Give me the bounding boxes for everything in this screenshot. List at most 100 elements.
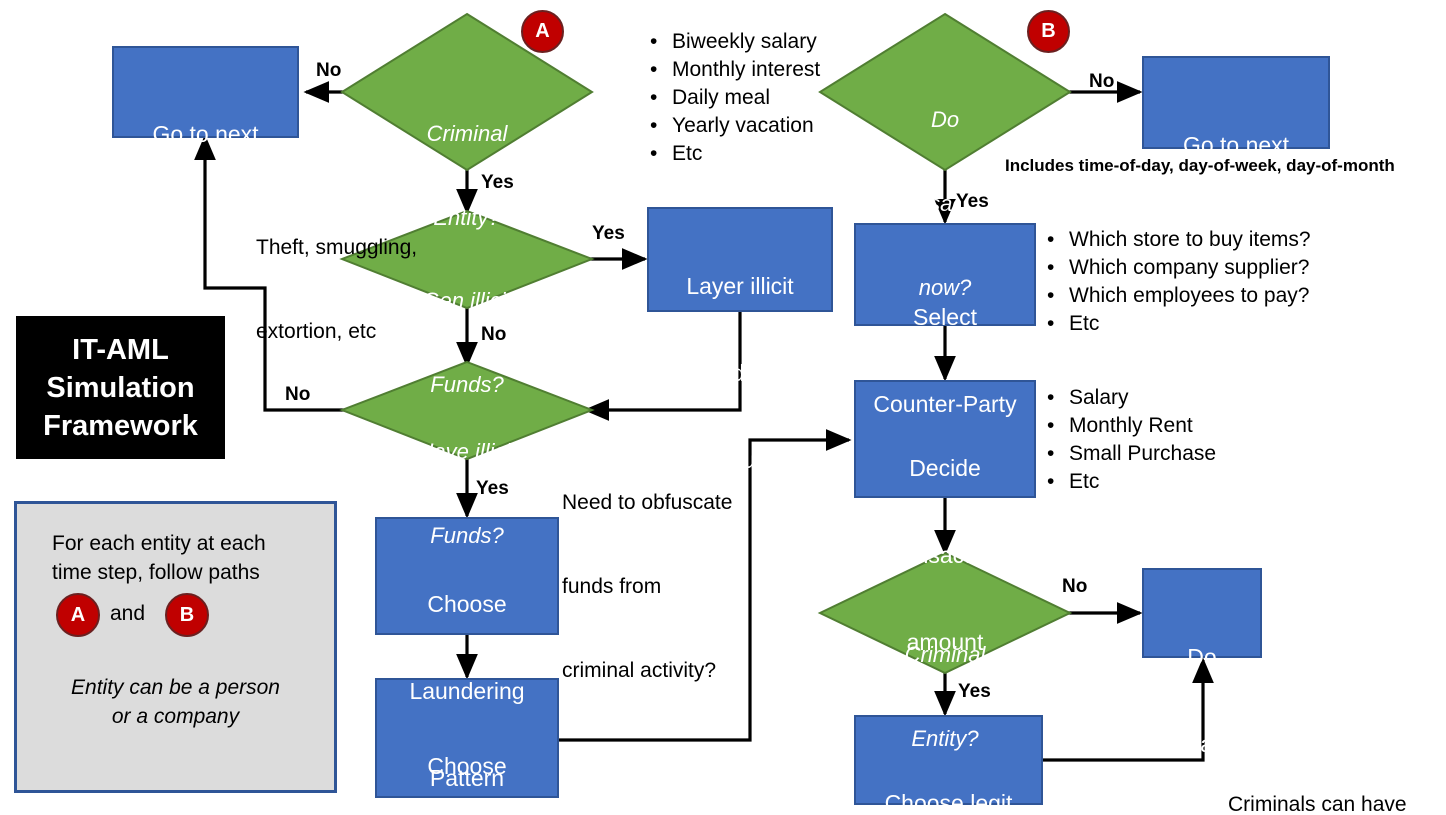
connector-legit-to-dotransaction bbox=[1042, 657, 1214, 762]
title-line-2: Simulation bbox=[46, 371, 195, 404]
label-line: Go to next bbox=[152, 121, 259, 147]
edge-label-yes-gen-to-layer: Yes bbox=[592, 223, 625, 244]
legend-italic-line-2: or a company bbox=[111, 705, 240, 728]
list-item: Biweekly salary bbox=[650, 28, 820, 56]
label-line: accounts bbox=[693, 447, 787, 473]
label-have-illicit-funds: Have illicit Funds? bbox=[377, 382, 557, 606]
label-line: transaction bbox=[888, 542, 1002, 568]
list-item: Etc bbox=[650, 140, 820, 168]
label-line: Pattern bbox=[429, 765, 505, 791]
legend-box: For each entity at each time step, follo… bbox=[14, 501, 337, 793]
node-have-illicit-funds[interactable] bbox=[339, 360, 595, 461]
node-criminal-entity-bottom[interactable] bbox=[817, 551, 1073, 675]
annotation-obfuscate: Need to obfuscate funds from criminal ac… bbox=[562, 433, 732, 741]
legend-line-1: For each entity at each bbox=[52, 532, 266, 555]
label-line: Do bbox=[1187, 644, 1217, 670]
node-go-to-next-time-step-right[interactable] bbox=[1142, 56, 1330, 149]
list-item: Yearly vacation bbox=[650, 112, 820, 140]
node-criminal-entity-top[interactable] bbox=[340, 12, 594, 172]
legend-badge-b: B bbox=[165, 593, 209, 637]
node-choose-laundering-pattern[interactable] bbox=[375, 517, 559, 635]
label-choose-accounts-for-pattern: Choose Accounts for Pattern bbox=[376, 694, 558, 815]
label-line: Go to next bbox=[1182, 132, 1290, 158]
node-do-transaction-now[interactable] bbox=[818, 12, 1072, 172]
edge-label-no-gen-to-have: No bbox=[481, 324, 507, 345]
label-choose-laundering-pattern: Choose Laundering Pattern bbox=[376, 532, 558, 815]
label-line: time step bbox=[158, 208, 253, 234]
legend-italic-line-1: Entity can be a person bbox=[71, 676, 280, 699]
label-line: Entity? bbox=[911, 726, 979, 751]
list-item: Which employees to pay? bbox=[1047, 282, 1311, 310]
list-item: Which store to buy items? bbox=[1047, 226, 1311, 254]
label-line: now? bbox=[918, 275, 972, 300]
node-choose-accounts-for-pattern[interactable] bbox=[375, 678, 559, 798]
node-go-to-next-time-step-left[interactable] bbox=[112, 46, 299, 138]
label-line: Have illicit bbox=[417, 439, 517, 464]
label-gen-illicit-funds: Gen illicit Funds? bbox=[377, 231, 557, 455]
edge-label-yes-do-tx-now: Yes bbox=[956, 191, 989, 212]
legend-line-2: time step, follow paths bbox=[52, 561, 260, 584]
bullet-list-transaction-triggers: Biweekly salary Monthly interest Daily m… bbox=[650, 28, 820, 168]
label-criminal-entity-top: Criminal Entity? bbox=[377, 64, 557, 288]
label-line: Criminal bbox=[426, 121, 508, 146]
node-layer-illicit-funds[interactable] bbox=[647, 207, 833, 312]
annotation-line: Theft, smuggling, bbox=[256, 236, 418, 259]
list-item: Small Purchase bbox=[1047, 440, 1216, 468]
node-do-transaction[interactable] bbox=[1142, 568, 1262, 658]
edge-label-no-do-tx-now: No bbox=[1089, 71, 1115, 92]
node-choose-legit-or-illicit-funds[interactable] bbox=[854, 715, 1043, 805]
node-gen-illicit-funds[interactable] bbox=[339, 209, 595, 310]
path-badge-a: A bbox=[521, 10, 564, 53]
title-card: IT-AML Simulation Framework bbox=[16, 316, 225, 459]
label-line: Choose bbox=[427, 591, 507, 617]
label-line: Criminal bbox=[904, 642, 986, 667]
node-decide-transaction-amount[interactable] bbox=[854, 380, 1036, 498]
label-do-transaction: Do Transaction bbox=[1133, 585, 1271, 815]
label-line: Funds? bbox=[430, 372, 504, 397]
list-item: Which company supplier? bbox=[1047, 254, 1311, 282]
edge-label-no-have-to-goto: No bbox=[285, 384, 311, 405]
list-item: Monthly Rent bbox=[1047, 412, 1216, 440]
edge-label-yes-have-to-choose: Yes bbox=[476, 478, 509, 499]
label-line: Select bbox=[913, 304, 977, 330]
label-go-to-next-time-step-left: Go to next time step bbox=[113, 62, 298, 294]
bullet-list-amount-types: Salary Monthly Rent Small Purchase Etc bbox=[1047, 384, 1216, 496]
node-select-counter-party[interactable] bbox=[854, 223, 1036, 326]
annotation-includes-time: Includes time-of-day, day-of-week, day-o… bbox=[1005, 156, 1395, 175]
label-decide-transaction-amount: Decide transaction amount bbox=[855, 396, 1035, 715]
label-line: Transaction bbox=[1142, 731, 1262, 757]
title-line-1: IT-AML bbox=[72, 333, 169, 366]
label-do-transaction-now: Do transaction now? bbox=[862, 50, 1028, 358]
edge-label-yes-criminal-bottom: Yes bbox=[958, 681, 991, 702]
label-line: Decide bbox=[909, 455, 981, 481]
annotation-criminals-legit: Criminals can have legit funds too. bbox=[1228, 735, 1407, 815]
annotation-line: criminal activity? bbox=[562, 659, 717, 682]
label-line: Laundering bbox=[409, 678, 525, 704]
connector-accounts-to-decide bbox=[558, 429, 852, 742]
label-line: Layer illicit bbox=[686, 273, 794, 299]
label-layer-illicit-funds: Layer illicit funds in accounts bbox=[648, 214, 832, 533]
label-line: Do bbox=[930, 107, 960, 132]
annotation-line: Criminals can have bbox=[1228, 793, 1407, 815]
edge-label-no-criminal-bottom: No bbox=[1062, 576, 1088, 597]
path-badge-b: B bbox=[1027, 10, 1070, 53]
annotation-line: Need to obfuscate bbox=[562, 491, 733, 514]
annotation-line: extortion, etc bbox=[256, 320, 377, 343]
label-select-counter-party: Select Counter-Party bbox=[853, 245, 1037, 477]
bullet-list-counterparty-questions: Which store to buy items? Which company … bbox=[1047, 226, 1311, 338]
annotation-line: funds from bbox=[562, 575, 662, 598]
list-item: Etc bbox=[1047, 310, 1311, 338]
label-line: Gen illicit bbox=[422, 288, 512, 313]
list-item: Etc bbox=[1047, 468, 1216, 496]
label-line: Entity? bbox=[433, 205, 501, 230]
legend-badge-a: A bbox=[56, 593, 100, 637]
label-choose-legit-or-illicit-funds: Choose legit or illicit funds bbox=[855, 731, 1042, 815]
edge-label-yes-criminal-to-gen: Yes bbox=[481, 172, 514, 193]
list-item: Daily meal bbox=[650, 84, 820, 112]
legend-and-label: and bbox=[110, 602, 146, 625]
connector-layer-to-have bbox=[583, 311, 742, 421]
list-item: Salary bbox=[1047, 384, 1216, 412]
title-line-3: Framework bbox=[43, 409, 198, 442]
list-item: Monthly interest bbox=[650, 56, 820, 84]
